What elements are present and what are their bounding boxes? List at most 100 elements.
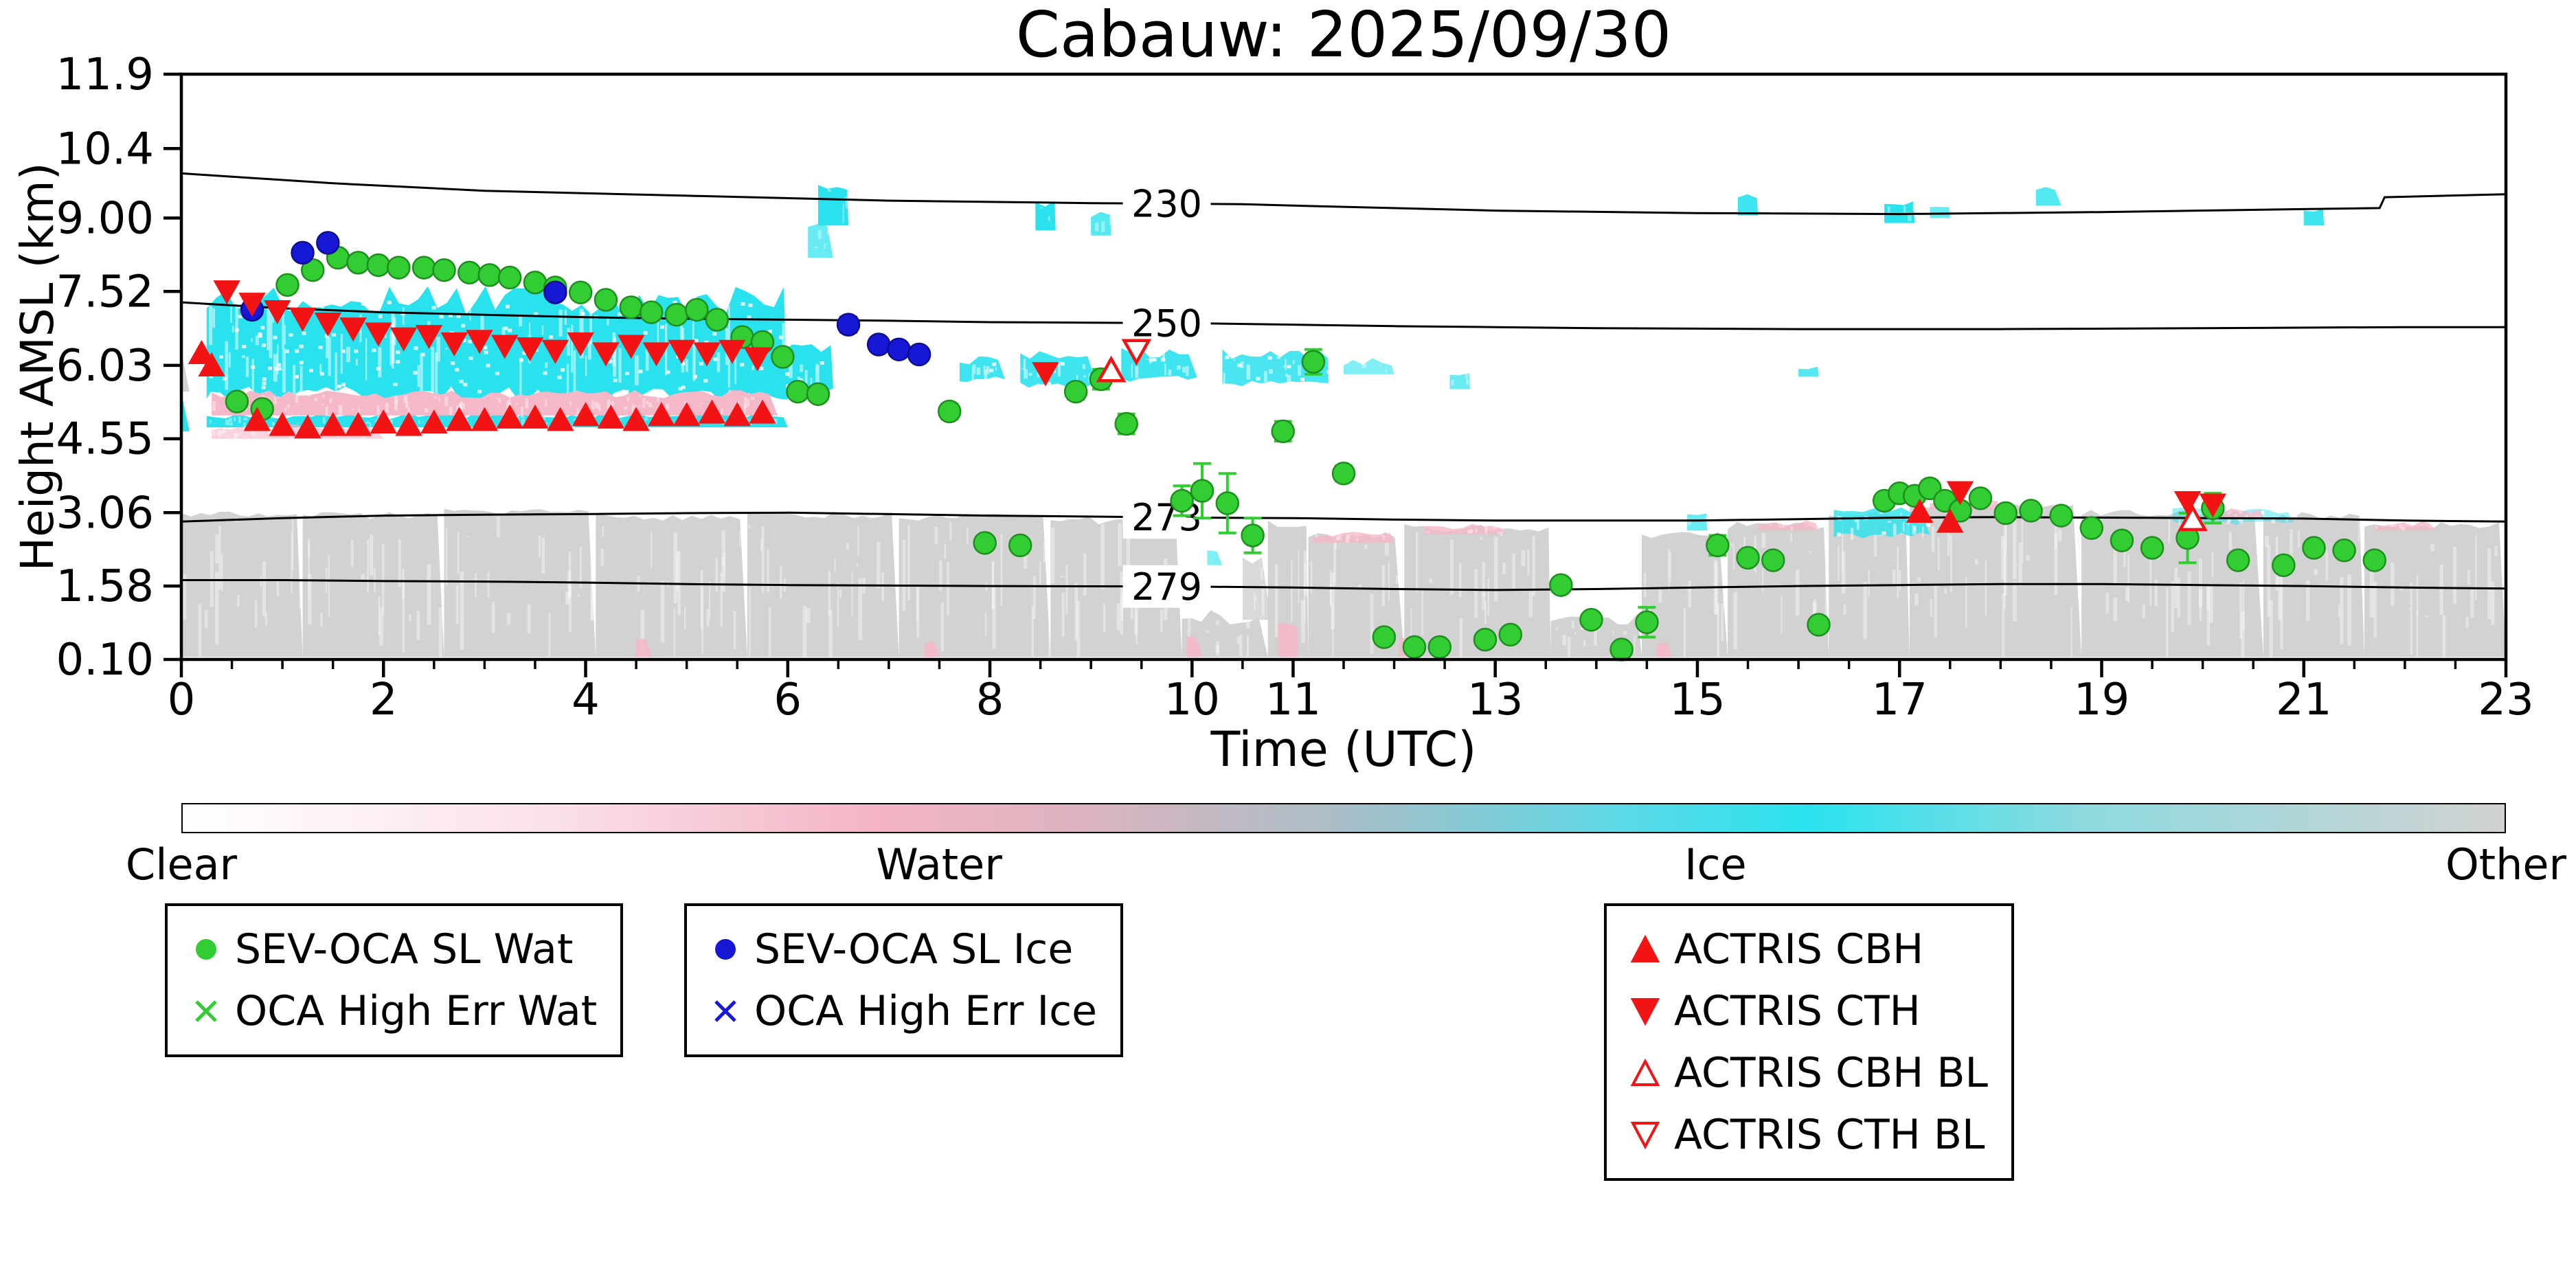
field-other <box>596 515 747 683</box>
x-tick-label: 23 <box>2478 675 2533 725</box>
legend-sev-oca-wat: SEV-OCA SL Wat OCA High Err Wat <box>165 903 624 1057</box>
legend-label: ACTRIS CBH <box>1674 925 1924 973</box>
y-tick-label: 10.4 <box>56 124 155 174</box>
field-other <box>2364 522 2507 682</box>
x-tick-label: 17 <box>1871 675 1927 725</box>
field-water <box>1186 636 1202 657</box>
axes-frame <box>179 72 2508 662</box>
contour-label-bg <box>1122 302 1211 345</box>
field-other <box>1242 557 1272 620</box>
y-tick-label: 1.58 <box>56 561 155 612</box>
field-ice <box>1687 513 1710 531</box>
legend-item: SEV-OCA SL Wat <box>191 923 597 976</box>
y-tick-label: 0.10 <box>56 635 155 686</box>
field-ice <box>817 185 852 226</box>
series-actris-cbh-bl <box>1096 355 2208 532</box>
field-ice <box>1035 201 1058 231</box>
field-water <box>1313 532 1396 543</box>
colorbar-label-clear: Clear <box>125 839 238 890</box>
green-x-marker-icon <box>191 996 221 1026</box>
field-other <box>1728 521 1831 657</box>
x-tick-label: 21 <box>2276 675 2331 725</box>
field-water <box>1758 520 1820 531</box>
classification-colorbar <box>181 803 2506 833</box>
colorbar-label-ice: Ice <box>1684 839 1747 890</box>
legend-item: OCA High Err Wat <box>191 984 597 1038</box>
blue-circle-marker-icon <box>710 934 741 964</box>
field-other <box>2263 512 2364 668</box>
isotherm-273 <box>181 511 2507 523</box>
field-other <box>1829 511 1913 657</box>
legend-label: ACTRIS CTH BL <box>1674 1111 1985 1159</box>
y-tick-label: 11.9 <box>56 49 155 100</box>
x-tick-label: 10 <box>1164 675 1220 725</box>
field-other <box>2081 510 2267 683</box>
legend-item: SEV-OCA SL Ice <box>710 923 1097 976</box>
series-actris-cbh <box>188 339 1964 533</box>
x-tick-label: 8 <box>976 675 1004 725</box>
x-axis-label: Time (UTC) <box>1210 721 1477 778</box>
field-other <box>181 511 304 683</box>
field-other <box>181 350 190 392</box>
field-other <box>1267 520 1309 657</box>
y-tick-label: 3.06 <box>56 488 155 539</box>
field-other <box>1642 532 1730 666</box>
red-open-triangle-up-marker-icon <box>1630 1058 1660 1088</box>
legend-item: ACTRIS CBH BL <box>1630 1046 1988 1100</box>
x-tick-label: 11 <box>1265 675 1321 725</box>
series-actris-cth-bl <box>1121 339 1152 366</box>
legend-label: SEV-OCA SL Wat <box>235 925 574 973</box>
field-water <box>1657 642 1673 657</box>
field-other <box>747 511 899 680</box>
legend-label: SEV-OCA SL Ice <box>754 925 1074 973</box>
blue-x-marker-icon <box>710 996 741 1026</box>
field-other <box>1909 504 2082 670</box>
isotherm-230 <box>181 172 2507 216</box>
field-ice <box>1449 372 1470 389</box>
contour-label: 279 <box>1131 565 1202 609</box>
y-tick-label: 9.00 <box>56 193 155 244</box>
y-tick-label: 7.52 <box>56 267 155 317</box>
field-ice <box>181 392 190 431</box>
series-actris-cth <box>213 280 2227 518</box>
isotherm-279 <box>181 579 2507 591</box>
legend-sev-oca-ice: SEV-OCA SL Ice OCA High Err Ice <box>684 903 1124 1057</box>
field-ice <box>1884 201 1915 223</box>
field-other <box>444 508 596 659</box>
legend-label: ACTRIS CTH <box>1674 987 1921 1035</box>
field-ice <box>1930 207 1950 218</box>
field-ice <box>808 224 833 258</box>
legend-label: OCA High Err Ice <box>754 987 1098 1035</box>
x-tick-label: 19 <box>2074 675 2129 725</box>
green-circle-marker-icon <box>191 934 221 964</box>
red-triangle-down-marker-icon <box>1630 996 1660 1026</box>
legend-label: OCA High Err Wat <box>235 987 598 1035</box>
field-ice <box>959 356 1006 383</box>
field-ice <box>2303 209 2325 226</box>
legend-item: ACTRIS CTH <box>1630 984 1988 1038</box>
field-other <box>302 512 444 659</box>
red-open-triangle-down-marker-icon <box>1630 1120 1660 1150</box>
x-tick-label: 6 <box>773 675 802 725</box>
contour-label-bg <box>1122 565 1211 608</box>
field-water <box>924 641 940 657</box>
isotherm-250 <box>181 301 2506 330</box>
x-tick-label: 0 <box>168 675 196 725</box>
chart-title: Cabauw: 2025/09/30 <box>1015 0 1672 71</box>
field-water <box>1424 523 1506 536</box>
legend-actris: ACTRIS CBH ACTRIS CTH ACTRIS CBH BL ACTR… <box>1604 903 2014 1181</box>
field-water <box>1278 622 1298 657</box>
legend-item: OCA High Err Ice <box>710 984 1097 1038</box>
series-sev-oca-sl-wat <box>225 245 2386 662</box>
field-water <box>636 639 652 657</box>
x-tick-label: 4 <box>572 675 600 725</box>
field-ice <box>1207 550 1223 565</box>
legend-label: ACTRIS CBH BL <box>1674 1049 1988 1097</box>
x-tick-label: 2 <box>370 675 398 725</box>
field-ice <box>2035 187 2061 206</box>
y-tick-label: 6.03 <box>56 341 155 392</box>
contour-label: 250 <box>1131 302 1202 345</box>
field-ice <box>1222 349 1331 388</box>
